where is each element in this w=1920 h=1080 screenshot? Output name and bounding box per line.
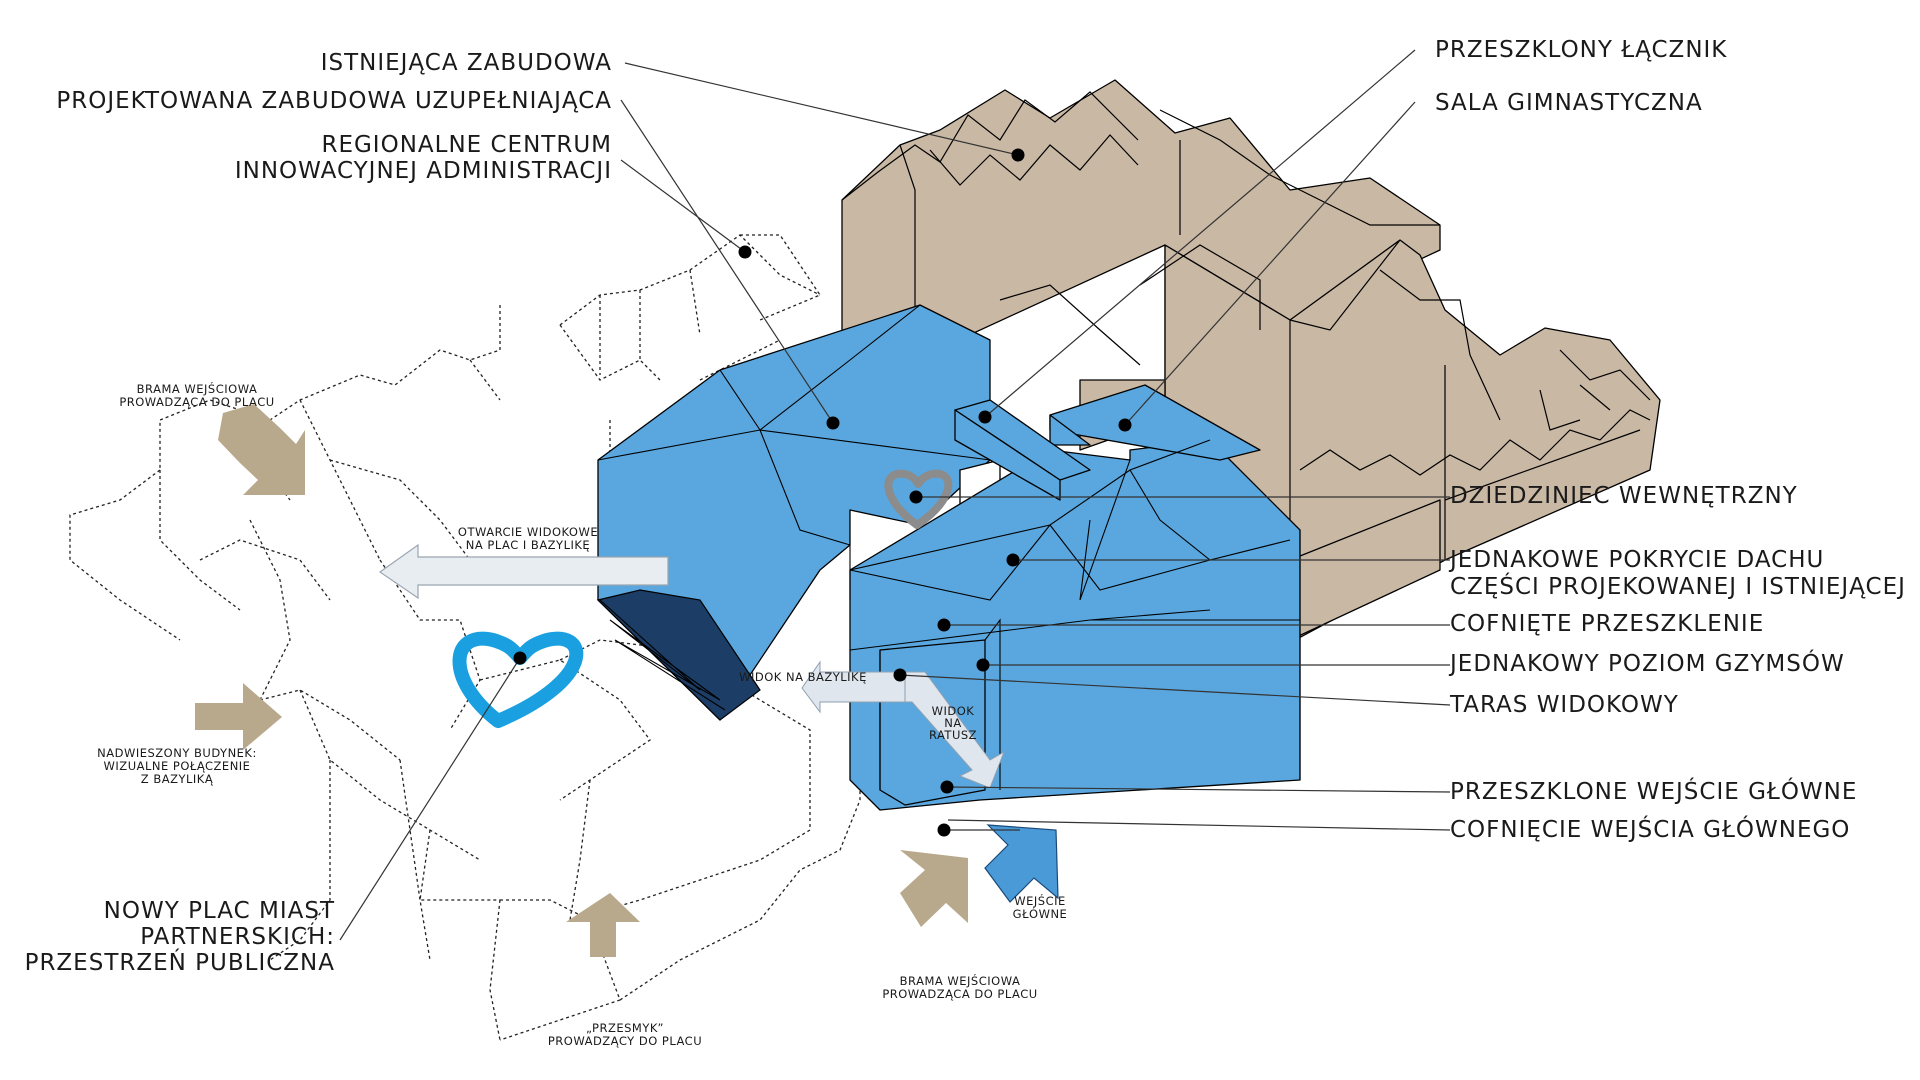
label-przesmyk-1: „PRZESMYK” bbox=[586, 1021, 664, 1035]
label-otwarcie-2: NA PLAC I BAZYLIKĘ bbox=[466, 538, 590, 552]
label-otwarcie-1: OTWARCIE WIDOKOWE bbox=[458, 525, 598, 539]
gate-arrow-bottom-left bbox=[566, 893, 640, 957]
label-pokrycie-dachu-2: CZĘŚCI PROJEKOWANEJ I ISTNIEJĄCEJ bbox=[1450, 572, 1906, 600]
label-regionalne-centrum: REGIONALNE CENTRUM bbox=[321, 132, 612, 158]
small-labels: BRAMA WEJŚCIOWA PROWADZĄCA DO PLACU OTWA… bbox=[97, 381, 1067, 1048]
label-brama-top-2: PROWADZĄCA DO PLACU bbox=[119, 395, 274, 409]
label-nowy-plac-1: NOWY PLAC MIAST bbox=[104, 898, 335, 924]
label-innowacyjnej-administracji: INNOWACYJNEJ ADMINISTRACJI bbox=[235, 158, 612, 184]
entrance-arrow bbox=[984, 824, 1059, 903]
label-istniejaca-zabudowa: ISTNIEJĄCA ZABUDOWA bbox=[321, 50, 612, 76]
label-taras-widokowy: TARAS WIDOKOWY bbox=[1449, 692, 1679, 718]
gate-arrow-left bbox=[195, 683, 282, 750]
label-wejscie-glowne: PRZESZKLONE WEJŚCIE GŁÓWNE bbox=[1450, 777, 1857, 805]
view-arrows bbox=[801, 660, 1005, 789]
label-brama-bottom-2: PROWADZĄCA DO PLACU bbox=[882, 987, 1037, 1001]
label-nowy-plac-2: PARTNERSKICH: bbox=[140, 924, 335, 950]
label-przesmyk-2: PROWADZĄCY DO PLACU bbox=[548, 1034, 702, 1048]
labels-plac: NOWY PLAC MIAST PARTNERSKICH: PRZESTRZEŃ… bbox=[25, 898, 335, 976]
label-sala-gimnastyczna: SALA GIMNASTYCZNA bbox=[1435, 90, 1703, 116]
label-cofniecie-wejscia: COFNIĘCIE WEJŚCIA GŁÓWNEGO bbox=[1450, 815, 1850, 843]
labels-right: PRZESZKLONY ŁĄCZNIK SALA GIMNASTYCZNA DZ… bbox=[1435, 37, 1906, 843]
label-widok-ratusz-3: RATUSZ bbox=[929, 728, 977, 742]
view-opening-arrow bbox=[378, 543, 669, 600]
label-brama-top-1: BRAMA WEJŚCIOWA bbox=[137, 381, 258, 396]
label-widok-bazylika: WIDOK NA BAZYLIKĘ bbox=[739, 670, 867, 684]
gate-arrow-bottom-right bbox=[900, 850, 968, 927]
label-pokrycie-dachu-1: JEDNAKOWE POKRYCIE DACHU bbox=[1448, 547, 1824, 573]
label-brama-bottom-1: BRAMA WEJŚCIOWA bbox=[900, 973, 1021, 988]
label-widok-ratusz-2: NA bbox=[944, 716, 961, 730]
marker-dots bbox=[513, 148, 1132, 837]
label-dziedziniec: DZIEDZINIEC WEWNĘTRZNY bbox=[1450, 483, 1798, 509]
label-widok-ratusz-1: WIDOK bbox=[932, 704, 975, 718]
label-nadwieszony-3: Z BAZYLIKĄ bbox=[141, 772, 214, 786]
label-projektowana-zabudowa: PROJEKTOWANA ZABUDOWA UZUPEŁNIAJĄCA bbox=[56, 88, 612, 114]
context-buildings-dashed bbox=[69, 234, 861, 1041]
label-nadwieszony-1: NADWIESZONY BUDYNEK: bbox=[97, 746, 257, 760]
heart-icon bbox=[452, 631, 584, 728]
leader-lines bbox=[339, 49, 1451, 941]
label-wejscie-2: GŁÓWNE bbox=[1013, 906, 1068, 921]
labels-top-left: ISTNIEJĄCA ZABUDOWA PROJEKTOWANA ZABUDOW… bbox=[56, 50, 612, 184]
heart-icon bbox=[884, 469, 953, 529]
label-cofniete-przeszklenie: COFNIĘTE PRZESZKLENIE bbox=[1450, 611, 1764, 637]
label-poziom-gzymsow: JEDNAKOWY POZIOM GZYMSÓW bbox=[1448, 649, 1845, 677]
label-przeszklony-lacznik: PRZESZKLONY ŁĄCZNIK bbox=[1435, 37, 1727, 63]
gate-arrow-top bbox=[218, 404, 305, 495]
label-nowy-plac-3: PRZESTRZEŃ PUBLICZNA bbox=[25, 948, 335, 976]
label-nadwieszony-2: WIZUALNE POŁĄCZENIE bbox=[104, 759, 251, 773]
label-wejscie-1: WEJŚCIE bbox=[1014, 893, 1066, 908]
